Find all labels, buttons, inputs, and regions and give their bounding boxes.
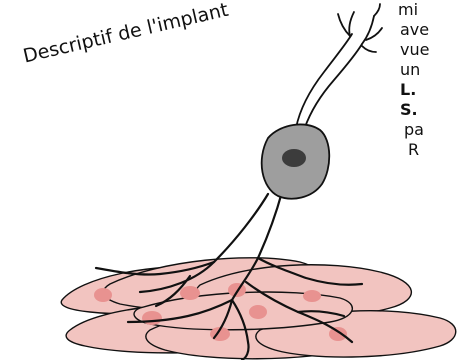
upper-dendrites bbox=[296, 4, 382, 130]
side-text-line: S. bbox=[398, 100, 458, 120]
tissue-nucleus bbox=[303, 290, 321, 302]
cell-nucleus bbox=[282, 149, 306, 167]
tissue-nucleus bbox=[249, 305, 267, 319]
tissue-nucleus bbox=[94, 288, 112, 302]
side-text-line: R bbox=[398, 140, 458, 160]
side-text-line: mi bbox=[398, 0, 458, 20]
side-text-line: L. bbox=[398, 80, 458, 100]
tissue-nucleus bbox=[180, 286, 200, 300]
side-text-line: un bbox=[398, 60, 458, 80]
tissue-nucleus bbox=[329, 327, 347, 341]
neuron-cell bbox=[262, 124, 330, 198]
side-text-line: ave bbox=[398, 20, 458, 40]
side-text-line: pa bbox=[398, 120, 458, 140]
side-text-line: vue bbox=[398, 40, 458, 60]
tissue-nucleus bbox=[142, 311, 162, 325]
